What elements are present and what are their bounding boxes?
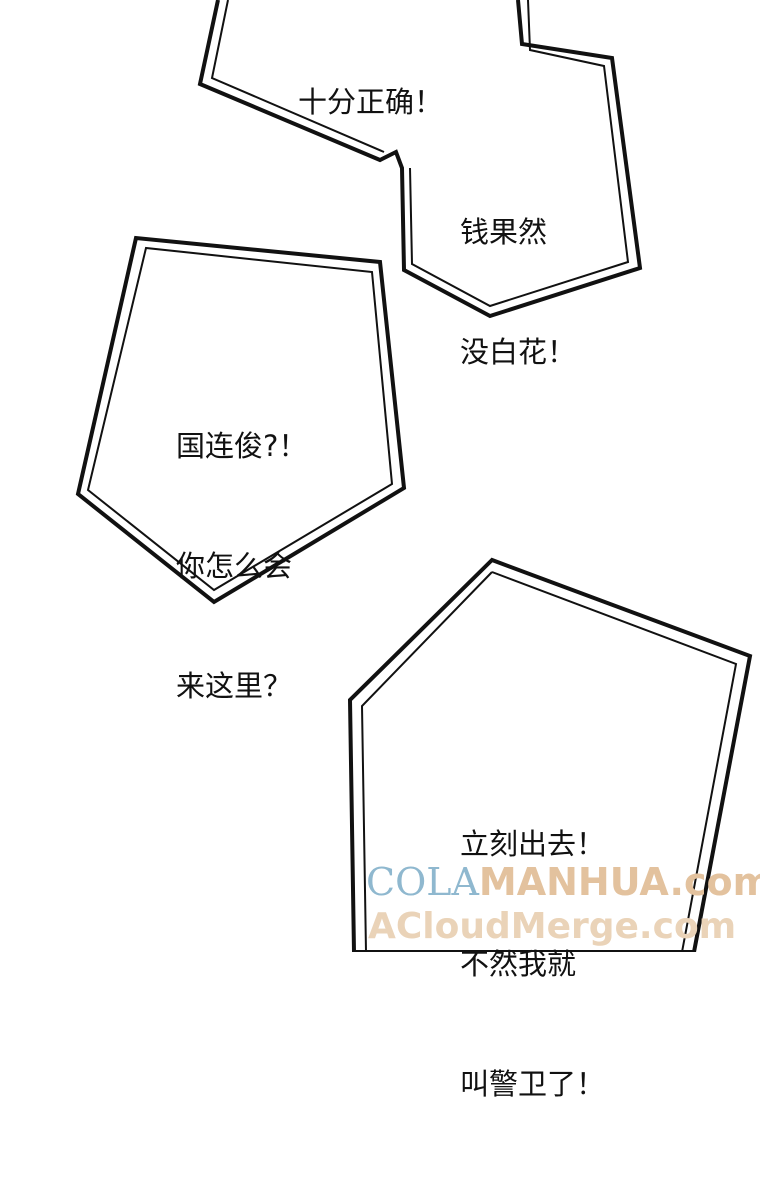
bubble-4-text: 立刻出去！ 不然我就 叫警卫了！ [460, 744, 605, 1184]
bubble-3-outline [75, 235, 407, 605]
comic-panel: 十分正确！ 钱果然 没白花！ 国连俊?！ 你怎么会 来这里？ 立刻出去！ 不然我… [75, 0, 760, 1101]
watermark-acloudmerge: ACloudMerge.com [368, 906, 737, 947]
bubble-4-outline [347, 557, 753, 952]
bubble-3-inner-outline [86, 246, 394, 592]
bubble-2-text: 钱果然 没白花！ [460, 132, 576, 452]
bubble-1-text: 十分正确！ [298, 2, 443, 202]
bubble-3-text: 国连俊?！ 你怎么会 来这里？ [176, 346, 307, 786]
bubble-4-line: 立刻出去！ [460, 827, 606, 861]
bubble-1-line: 十分正确！ [298, 85, 444, 119]
bubble-4-line: 不然我就 [460, 947, 577, 981]
watermark-line2: ACloudMerge.com [368, 906, 736, 947]
bubble-1-outline [197, 0, 643, 319]
watermark-line1: COLAMANHUA.com [366, 860, 760, 904]
bubble-3-line: 你怎么会 [176, 549, 293, 583]
bubble-2-line: 没白花！ [460, 335, 577, 369]
bubble-2-line: 钱果然 [460, 215, 548, 249]
bubble-4-line: 叫警卫了！ [460, 1067, 606, 1101]
speech-bubbles-art [75, 0, 753, 952]
bubble-4-inner-outline [360, 571, 738, 952]
bubble-1-inner-outline [210, 0, 630, 308]
watermark-manhua: MANHUA.com [478, 860, 760, 904]
watermark-cola: COLA [366, 860, 479, 904]
bubble-3-line: 来这里？ [176, 669, 293, 703]
bubble-3-line: 国连俊?！ [176, 429, 308, 463]
